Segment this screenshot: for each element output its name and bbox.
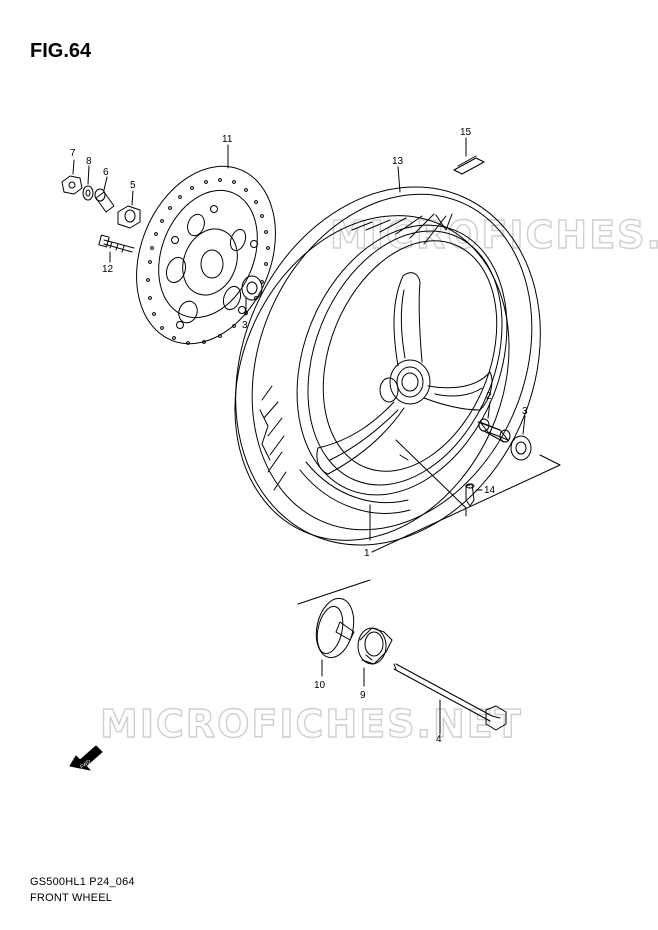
forward-badge-label: FWD — [79, 758, 92, 770]
figure-name: FRONT WHEEL — [30, 892, 113, 904]
balance-weight-part-15 — [453, 157, 485, 175]
callout-14: 14 — [484, 485, 496, 496]
collar-part-5 — [117, 205, 141, 229]
callout-6: 6 — [103, 167, 109, 178]
washer-part-8 — [82, 185, 94, 201]
wheel-assembly — [234, 166, 541, 546]
callout-numbers: 1 2 3 3 4 5 6 7 8 9 10 11 12 13 14 15 — [70, 127, 528, 745]
callout-3-right: 3 — [522, 406, 528, 417]
callout-11: 11 — [222, 134, 233, 145]
bearing-right-part-3 — [510, 435, 532, 461]
callout-12: 12 — [102, 264, 114, 275]
callout-8: 8 — [86, 156, 92, 167]
figure-code: GS500HL1 P24_064 — [30, 876, 135, 888]
callout-2: 2 — [486, 391, 492, 402]
lower-parts — [297, 579, 507, 735]
callout-15: 15 — [460, 127, 472, 138]
callout-10: 10 — [314, 680, 326, 691]
callout-3-left: 3 — [242, 320, 248, 331]
nut-part-7 — [61, 175, 83, 195]
gearbox-part-9 — [357, 627, 387, 665]
callout-4: 4 — [436, 734, 442, 745]
callout-9: 9 — [360, 690, 366, 701]
callout-1: 1 — [364, 548, 370, 559]
cover-plate-part-10 — [315, 597, 355, 659]
axle-part-4 — [395, 663, 493, 717]
watermark-top: MICROFICHES.NET — [330, 213, 658, 257]
spacer-part-6 — [95, 191, 115, 213]
watermark-bottom: MICROFICHES.NET — [100, 702, 523, 746]
figure-title: FIG.64 — [30, 40, 92, 62]
callout-7: 7 — [70, 148, 76, 159]
bearing-left-part-3 — [241, 275, 263, 301]
brake-disc — [136, 144, 276, 345]
disc-drill-holes — [146, 178, 270, 345]
callout-13: 13 — [392, 156, 404, 167]
bolt-part-12 — [103, 239, 135, 249]
forward-direction-arrow-icon — [69, 745, 103, 771]
callout-5: 5 — [130, 180, 136, 191]
disc-side-fasteners — [61, 159, 263, 316]
right-side-parts — [371, 137, 561, 553]
